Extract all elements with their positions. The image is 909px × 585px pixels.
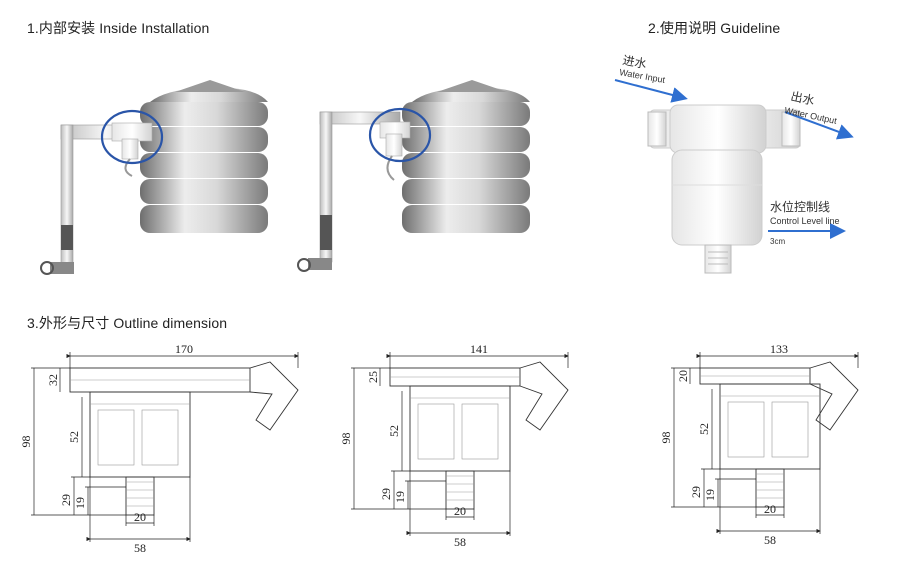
dim-top-height-label: 25 bbox=[366, 371, 380, 383]
dim-thread-height-label: 19 bbox=[393, 491, 407, 503]
dim-base-width-label: 58 bbox=[454, 535, 466, 549]
dim-low-height-label: 29 bbox=[689, 486, 703, 498]
dim-total-height-label: 98 bbox=[659, 432, 673, 444]
water-output-cn-label: 出水 bbox=[789, 89, 815, 108]
section-title-outline: 3.外形与尺寸 Outline dimension bbox=[27, 315, 228, 331]
dim-low-height-label: 29 bbox=[379, 488, 393, 500]
dim-thread-width-label: 20 bbox=[764, 502, 776, 516]
control-level-en-label: Control Level line bbox=[770, 216, 840, 226]
water-input-cn-label: 进水 bbox=[621, 53, 647, 71]
dim-total-height-label: 98 bbox=[19, 436, 33, 448]
dim-length-label: 170 bbox=[175, 342, 193, 356]
section-title-guideline: 2.使用说明 Guideline bbox=[648, 20, 781, 36]
dim-base-width-label: 58 bbox=[134, 541, 146, 555]
dim-total-height-label: 98 bbox=[339, 433, 353, 445]
thread-outline bbox=[445, 470, 475, 510]
control-level-dist-label: 3cm bbox=[770, 237, 785, 246]
control-level-cn-label: 水位控制线 bbox=[770, 199, 830, 214]
valve-body-outline bbox=[719, 383, 821, 470]
dim-thread-width-label: 20 bbox=[454, 504, 466, 518]
dim-thread-height-label: 19 bbox=[73, 497, 87, 509]
dim-top-height-label: 20 bbox=[676, 370, 690, 382]
section-title-installation: 1.内部安装 Inside Installation bbox=[27, 20, 210, 36]
tank-illustration-2 bbox=[297, 80, 530, 272]
highlight-circle-2 bbox=[368, 107, 432, 163]
valve-body-outline bbox=[409, 385, 511, 472]
outlet-nozzle-outline bbox=[809, 361, 859, 431]
tank-illustration-1 bbox=[40, 80, 268, 275]
outlet-nozzle-outline bbox=[519, 361, 569, 431]
valve-body-outline bbox=[89, 391, 191, 478]
thread-outline bbox=[125, 476, 155, 516]
dim-length-label: 141 bbox=[470, 342, 488, 356]
dim-length-label: 133 bbox=[770, 342, 788, 356]
dim-low-height-label: 29 bbox=[59, 494, 73, 506]
water-output-arrow bbox=[784, 111, 854, 140]
dim-base-width-label: 58 bbox=[764, 533, 776, 547]
dim-mid-height-label: 52 bbox=[697, 423, 711, 435]
dim-thread-width-label: 20 bbox=[134, 510, 146, 524]
outlet-nozzle-outline bbox=[249, 361, 299, 431]
dim-mid-height-label: 52 bbox=[67, 431, 81, 443]
dim-thread-height-label: 19 bbox=[703, 489, 717, 501]
highlight-circle-1 bbox=[100, 109, 164, 165]
dim-mid-height-label: 52 bbox=[387, 425, 401, 437]
dim-top-height-label: 32 bbox=[46, 374, 60, 386]
water-input-arrow bbox=[614, 79, 688, 103]
thread-outline bbox=[755, 468, 785, 508]
guideline-valve-illustration bbox=[647, 104, 801, 274]
